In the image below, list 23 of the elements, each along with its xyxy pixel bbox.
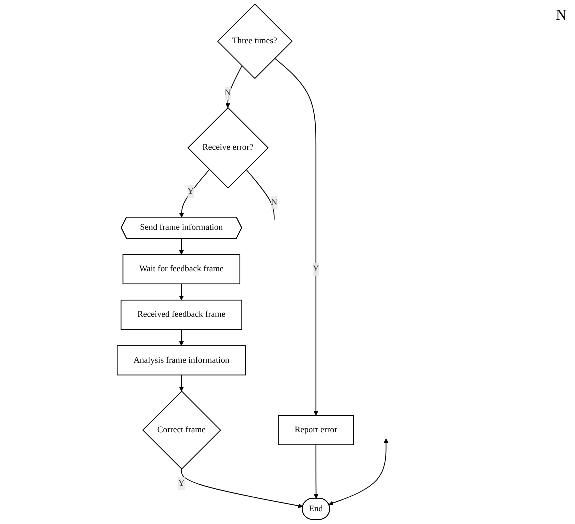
node-box: Received feedback frame [120, 300, 242, 330]
arrow [314, 444, 319, 499]
note-text: N [556, 8, 567, 25]
node-diamond: Three times? [217, 4, 293, 80]
edge-label: Y [188, 187, 194, 196]
edge-label: N [271, 198, 278, 208]
arrow [179, 284, 184, 301]
edge-label: N [224, 88, 232, 98]
node-diamond: Correct frame [142, 390, 222, 470]
arrow [328, 438, 389, 506]
arrow [179, 374, 184, 392]
arrow [179, 329, 184, 346]
node-box: Analysis frame information [117, 346, 246, 376]
arrow [179, 238, 184, 256]
edge-label: Y [178, 478, 185, 488]
node-box: Wait for feedback frame [122, 254, 241, 285]
arrow [181, 468, 304, 508]
arrow [179, 169, 210, 218]
connector [246, 169, 275, 220]
arrow [274, 58, 319, 416]
edge-label: Y [313, 264, 320, 274]
node-box: Report error [278, 415, 354, 446]
node-diamond: Receive error? [188, 107, 269, 189]
